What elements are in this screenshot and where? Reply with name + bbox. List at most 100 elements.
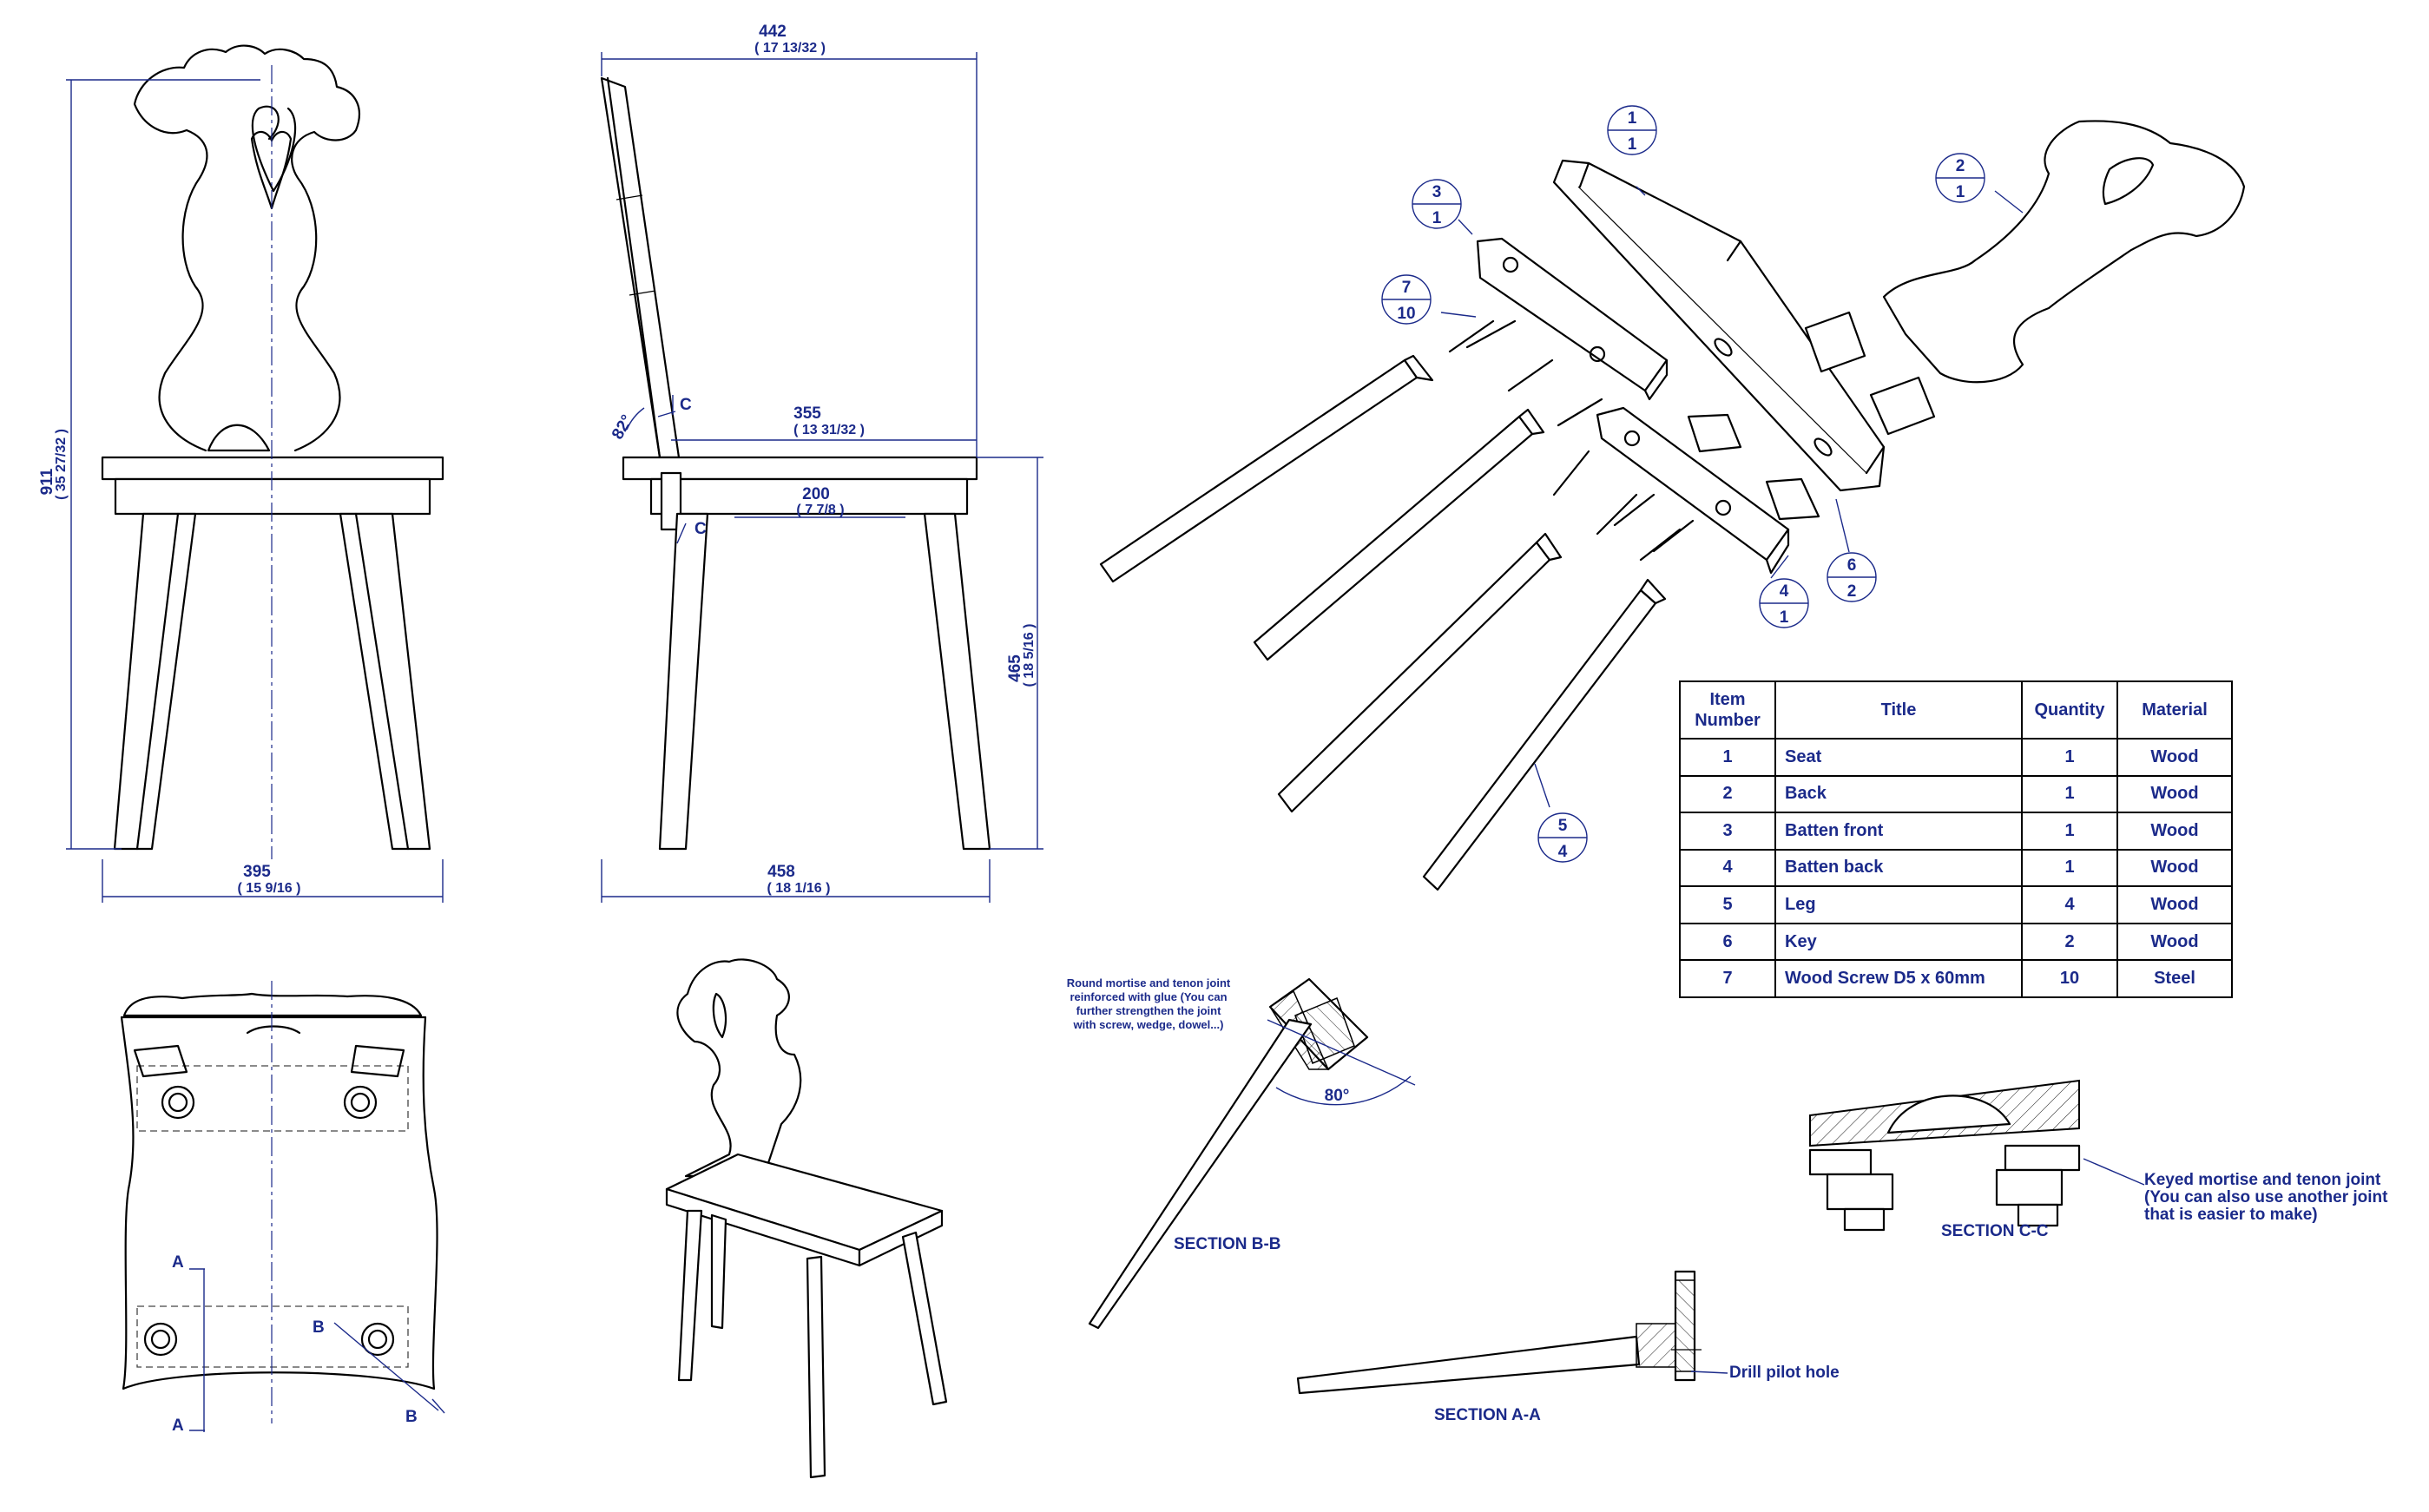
cell-item-number: 5 bbox=[1679, 885, 1776, 924]
dim-442: 442 bbox=[759, 23, 787, 41]
dim-911-inch: ( 35 27/32 ) bbox=[54, 429, 69, 500]
svg-text:4: 4 bbox=[1558, 843, 1568, 861]
top-view bbox=[120, 981, 445, 1432]
caption-section-a-a: SECTION A-A bbox=[1434, 1406, 1541, 1424]
svg-text:3: 3 bbox=[1432, 183, 1442, 201]
dim-395-inch: ( 15 9/16 ) bbox=[238, 881, 301, 896]
svg-text:7: 7 bbox=[1402, 279, 1412, 297]
balloon-batten-back: 4 1 bbox=[1759, 578, 1809, 628]
section-c-c bbox=[1808, 1079, 2145, 1232]
section-mark-a-top: A bbox=[172, 1253, 184, 1272]
dim-395: 395 bbox=[243, 863, 271, 881]
cell-quantity: 1 bbox=[2021, 774, 2118, 814]
cell-material: Wood bbox=[2116, 774, 2233, 814]
svg-text:1: 1 bbox=[1780, 608, 1789, 627]
table-header-row: Item Number Title Quantity Material bbox=[1679, 680, 2233, 740]
dim-458: 458 bbox=[767, 863, 795, 881]
dim-200-inch: ( 7 7/8 ) bbox=[796, 503, 844, 517]
caption-section-c-c: SECTION C-C bbox=[1941, 1222, 2049, 1240]
cell-item-number: 3 bbox=[1679, 812, 1776, 851]
col-quantity: Quantity bbox=[2021, 680, 2118, 740]
cell-material: Wood bbox=[2116, 848, 2233, 888]
dim-465-inch: ( 18 5/16 ) bbox=[1022, 624, 1037, 687]
cell-item-number: 7 bbox=[1679, 959, 1776, 998]
section-b-b bbox=[1088, 977, 1416, 1330]
cell-material: Wood bbox=[2116, 812, 2233, 851]
dim-911: 911 bbox=[38, 468, 56, 495]
note-keyed-mortise: Keyed mortise and tenon joint (You can a… bbox=[2144, 1171, 2388, 1224]
section-mark-c-bottom: C bbox=[694, 520, 707, 538]
col-item-number: Item Number bbox=[1679, 680, 1776, 740]
section-mark-c-top: C bbox=[680, 396, 692, 414]
cell-title: Wood Screw D5 x 60mm bbox=[1774, 959, 2023, 998]
cell-title: Key bbox=[1774, 922, 2023, 962]
exploded-view bbox=[1099, 120, 2246, 891]
dim-355-inch: ( 13 31/32 ) bbox=[793, 423, 865, 437]
svg-text:2: 2 bbox=[1847, 582, 1857, 601]
svg-text:4: 4 bbox=[1780, 582, 1789, 601]
cell-title: Back bbox=[1774, 774, 2023, 814]
item-balloons: 1 1 2 1 3 1 7 10 4 1 6 2 5 bbox=[1381, 105, 1985, 863]
svg-text:1: 1 bbox=[1628, 109, 1637, 128]
svg-text:5: 5 bbox=[1558, 817, 1568, 835]
section-a-a bbox=[1296, 1270, 1728, 1395]
cell-quantity: 4 bbox=[2021, 885, 2118, 924]
svg-text:6: 6 bbox=[1847, 556, 1857, 575]
svg-text:1: 1 bbox=[1432, 209, 1442, 227]
caption-section-b-b: SECTION B-B bbox=[1174, 1235, 1281, 1253]
cell-material: Wood bbox=[2116, 885, 2233, 924]
dimension-labels: 442 ( 17 13/32 ) 355 ( 13 31/32 ) 200 ( … bbox=[38, 23, 1349, 1435]
svg-text:1: 1 bbox=[1956, 183, 1965, 201]
cell-item-number: 2 bbox=[1679, 774, 1776, 814]
balloon-seat: 1 1 bbox=[1607, 105, 1657, 155]
cell-item-number: 4 bbox=[1679, 848, 1776, 888]
cell-quantity: 2 bbox=[2021, 922, 2118, 962]
balloon-key: 6 2 bbox=[1827, 552, 1877, 602]
cell-material: Wood bbox=[2116, 738, 2233, 777]
svg-text:2: 2 bbox=[1956, 157, 1965, 175]
dim-82-deg: 82° bbox=[609, 412, 637, 443]
dim-458-inch: ( 18 1/16 ) bbox=[767, 881, 831, 896]
cell-item-number: 1 bbox=[1679, 738, 1776, 777]
svg-text:10: 10 bbox=[1397, 305, 1415, 323]
cell-quantity: 1 bbox=[2021, 812, 2118, 851]
dim-442-inch: ( 17 13/32 ) bbox=[754, 41, 826, 56]
balloon-back: 2 1 bbox=[1935, 153, 1985, 203]
cell-title: Leg bbox=[1774, 885, 2023, 924]
col-title: Title bbox=[1774, 680, 2023, 740]
col-material: Material bbox=[2116, 680, 2233, 740]
balloon-wood-screw: 7 10 bbox=[1381, 274, 1432, 325]
balloon-leg: 5 4 bbox=[1537, 812, 1588, 863]
cell-item-number: 6 bbox=[1679, 922, 1776, 962]
isometric-view bbox=[665, 958, 948, 1479]
cell-quantity: 1 bbox=[2021, 738, 2118, 777]
dim-355: 355 bbox=[793, 404, 821, 423]
section-mark-b-bottom: B bbox=[405, 1408, 418, 1426]
dim-80-deg: 80° bbox=[1325, 1087, 1350, 1105]
cell-title: Seat bbox=[1774, 738, 2023, 777]
cell-quantity: 1 bbox=[2021, 848, 2118, 888]
note-drill-pilot-hole: Drill pilot hole bbox=[1729, 1364, 1840, 1382]
cell-material: Wood bbox=[2116, 922, 2233, 962]
cell-title: Batten back bbox=[1774, 848, 2023, 888]
section-mark-a-bottom: A bbox=[172, 1417, 184, 1435]
section-mark-b-top: B bbox=[313, 1318, 325, 1337]
cell-quantity: 10 bbox=[2021, 959, 2118, 998]
svg-text:1: 1 bbox=[1628, 135, 1637, 154]
balloon-batten-front: 3 1 bbox=[1412, 179, 1462, 229]
dim-200: 200 bbox=[802, 485, 830, 503]
front-view bbox=[66, 44, 444, 903]
cell-title: Batten front bbox=[1774, 812, 2023, 851]
cell-material: Steel bbox=[2116, 959, 2233, 998]
